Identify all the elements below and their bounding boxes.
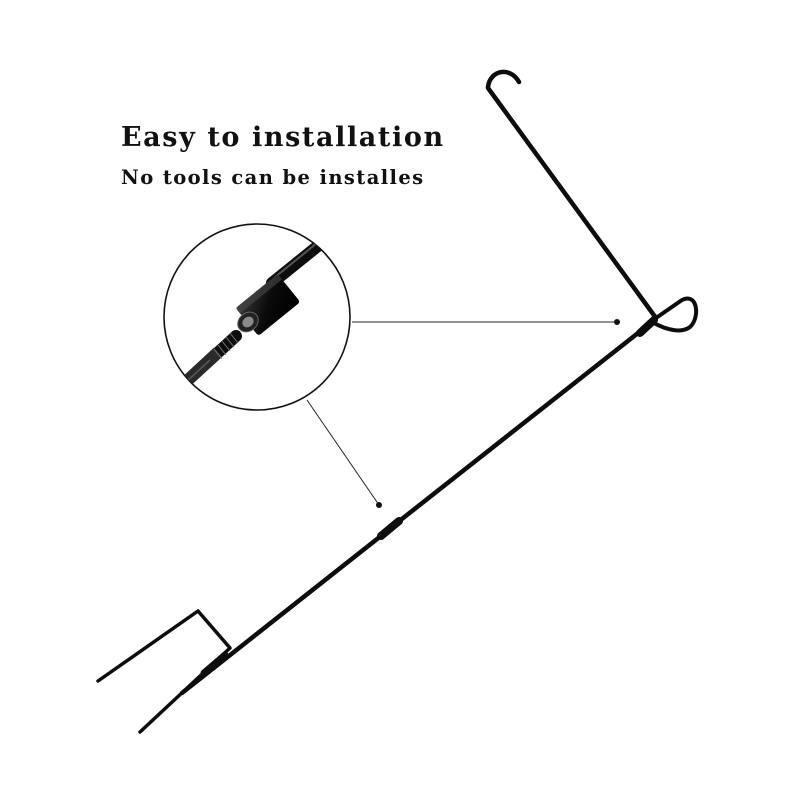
top-hook (485, 69, 522, 90)
ground-stake (96, 609, 232, 734)
arm-loop (650, 296, 699, 333)
callout-dot-lower (376, 502, 382, 508)
headline: Easy to installation (121, 122, 445, 153)
stake-weld (200, 651, 229, 677)
upper-arm (485, 85, 659, 321)
subline: No tools can be installes (121, 166, 425, 189)
callout-lines (306, 319, 620, 508)
callout-line-lower (306, 399, 380, 506)
callout-dot-upper (614, 319, 620, 325)
main-pole (390, 319, 655, 529)
flag-stand (96, 69, 699, 734)
connector-zoom-circle (163, 223, 351, 411)
